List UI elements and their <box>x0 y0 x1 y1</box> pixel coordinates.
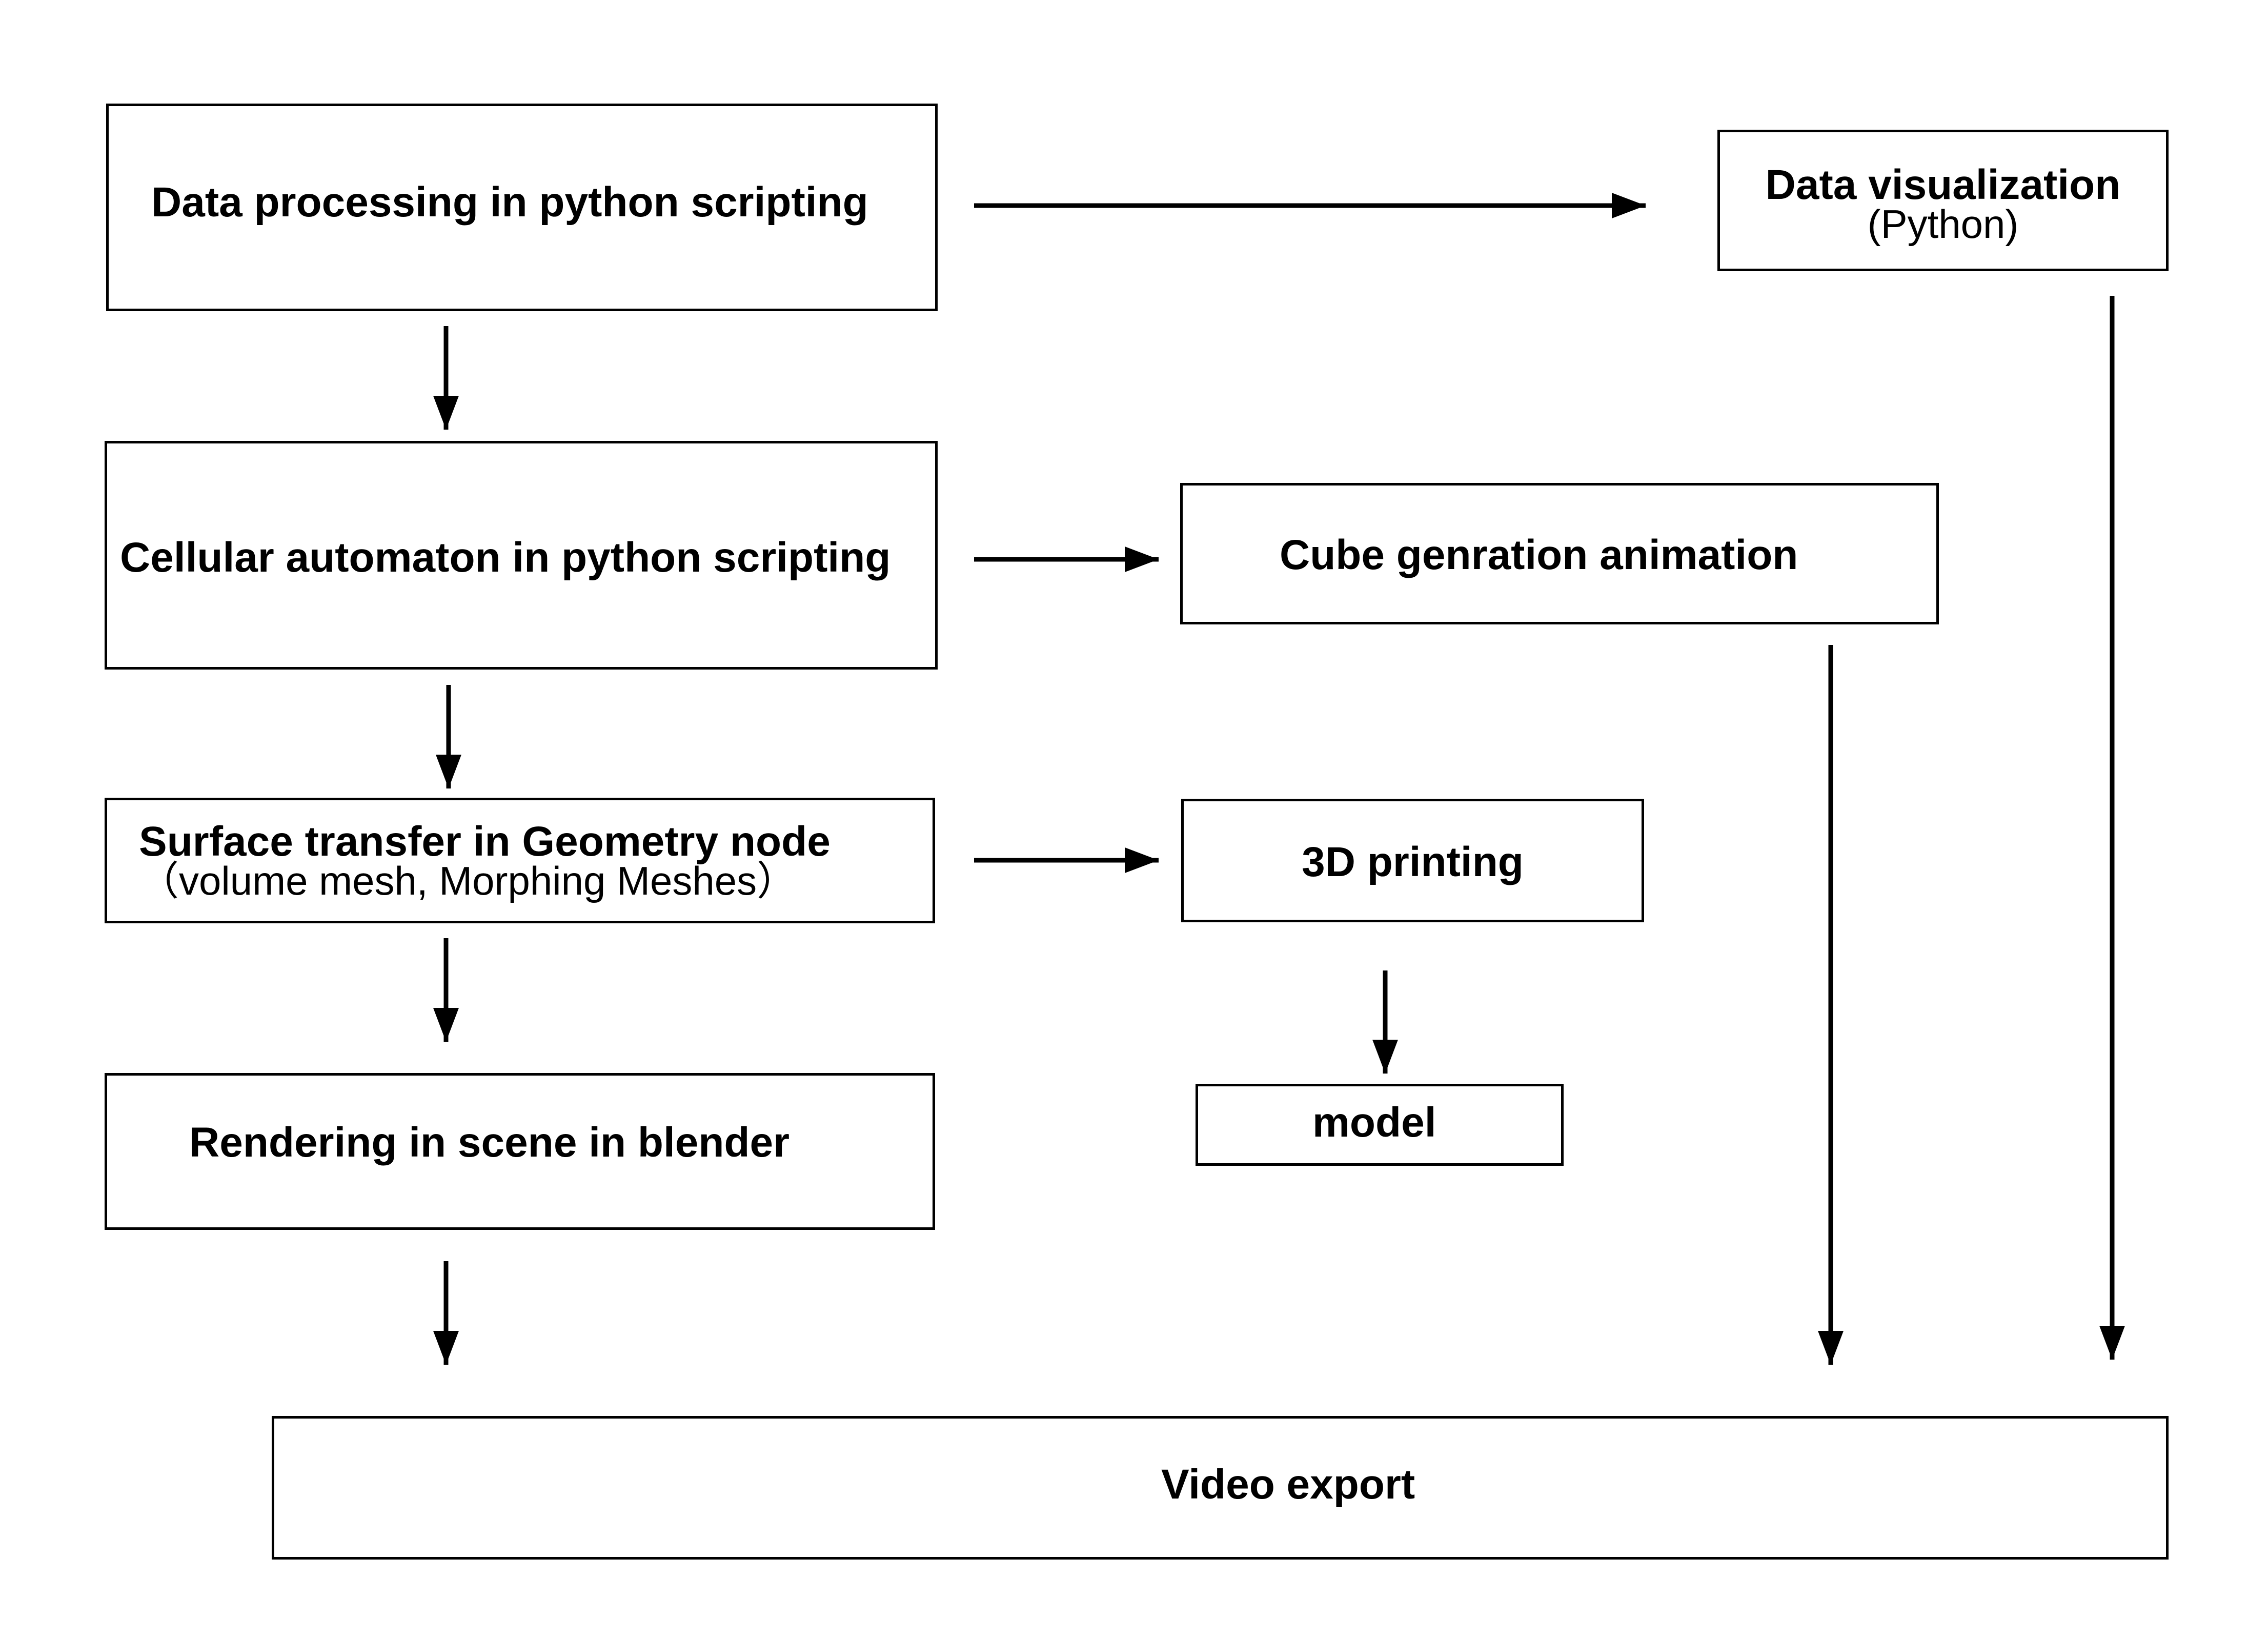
node-data-processing: Data processing in python scripting <box>106 104 938 311</box>
node-data-visualization-label: Data visualization <box>1765 161 2121 208</box>
node-surface-transfer-sublabel: （volume mesh, Morphing Meshes） <box>139 858 797 903</box>
node-cellular-automaton: Cellular automaton in python scripting <box>105 441 938 670</box>
node-cube-generation-label: Cube genration animation <box>1280 532 1798 578</box>
node-surface-transfer: Surface transfer in Geometry node （volum… <box>105 798 935 923</box>
node-data-visualization-sublabel: (Python) <box>1867 201 2019 247</box>
node-data-processing-label: Data processing in python scripting <box>151 179 868 226</box>
node-3d-printing-label: 3D printing <box>1302 839 1524 885</box>
node-rendering: Rendering in scene in blender <box>105 1073 935 1230</box>
node-cube-generation: Cube genration animation <box>1180 483 1939 624</box>
node-3d-printing: 3D printing <box>1181 799 1644 922</box>
node-video-export-label: Video export <box>1161 1461 1415 1508</box>
node-surface-transfer-label: Surface transfer in Geometry node <box>139 818 831 865</box>
node-model: model <box>1196 1084 1564 1166</box>
node-video-export: Video export <box>272 1416 2169 1560</box>
node-data-visualization: Data visualization (Python) <box>1717 130 2169 271</box>
node-model-label: model <box>1312 1099 1436 1146</box>
node-rendering-label: Rendering in scene in blender <box>189 1119 790 1166</box>
node-cellular-automaton-label: Cellular automaton in python scripting <box>120 534 891 581</box>
